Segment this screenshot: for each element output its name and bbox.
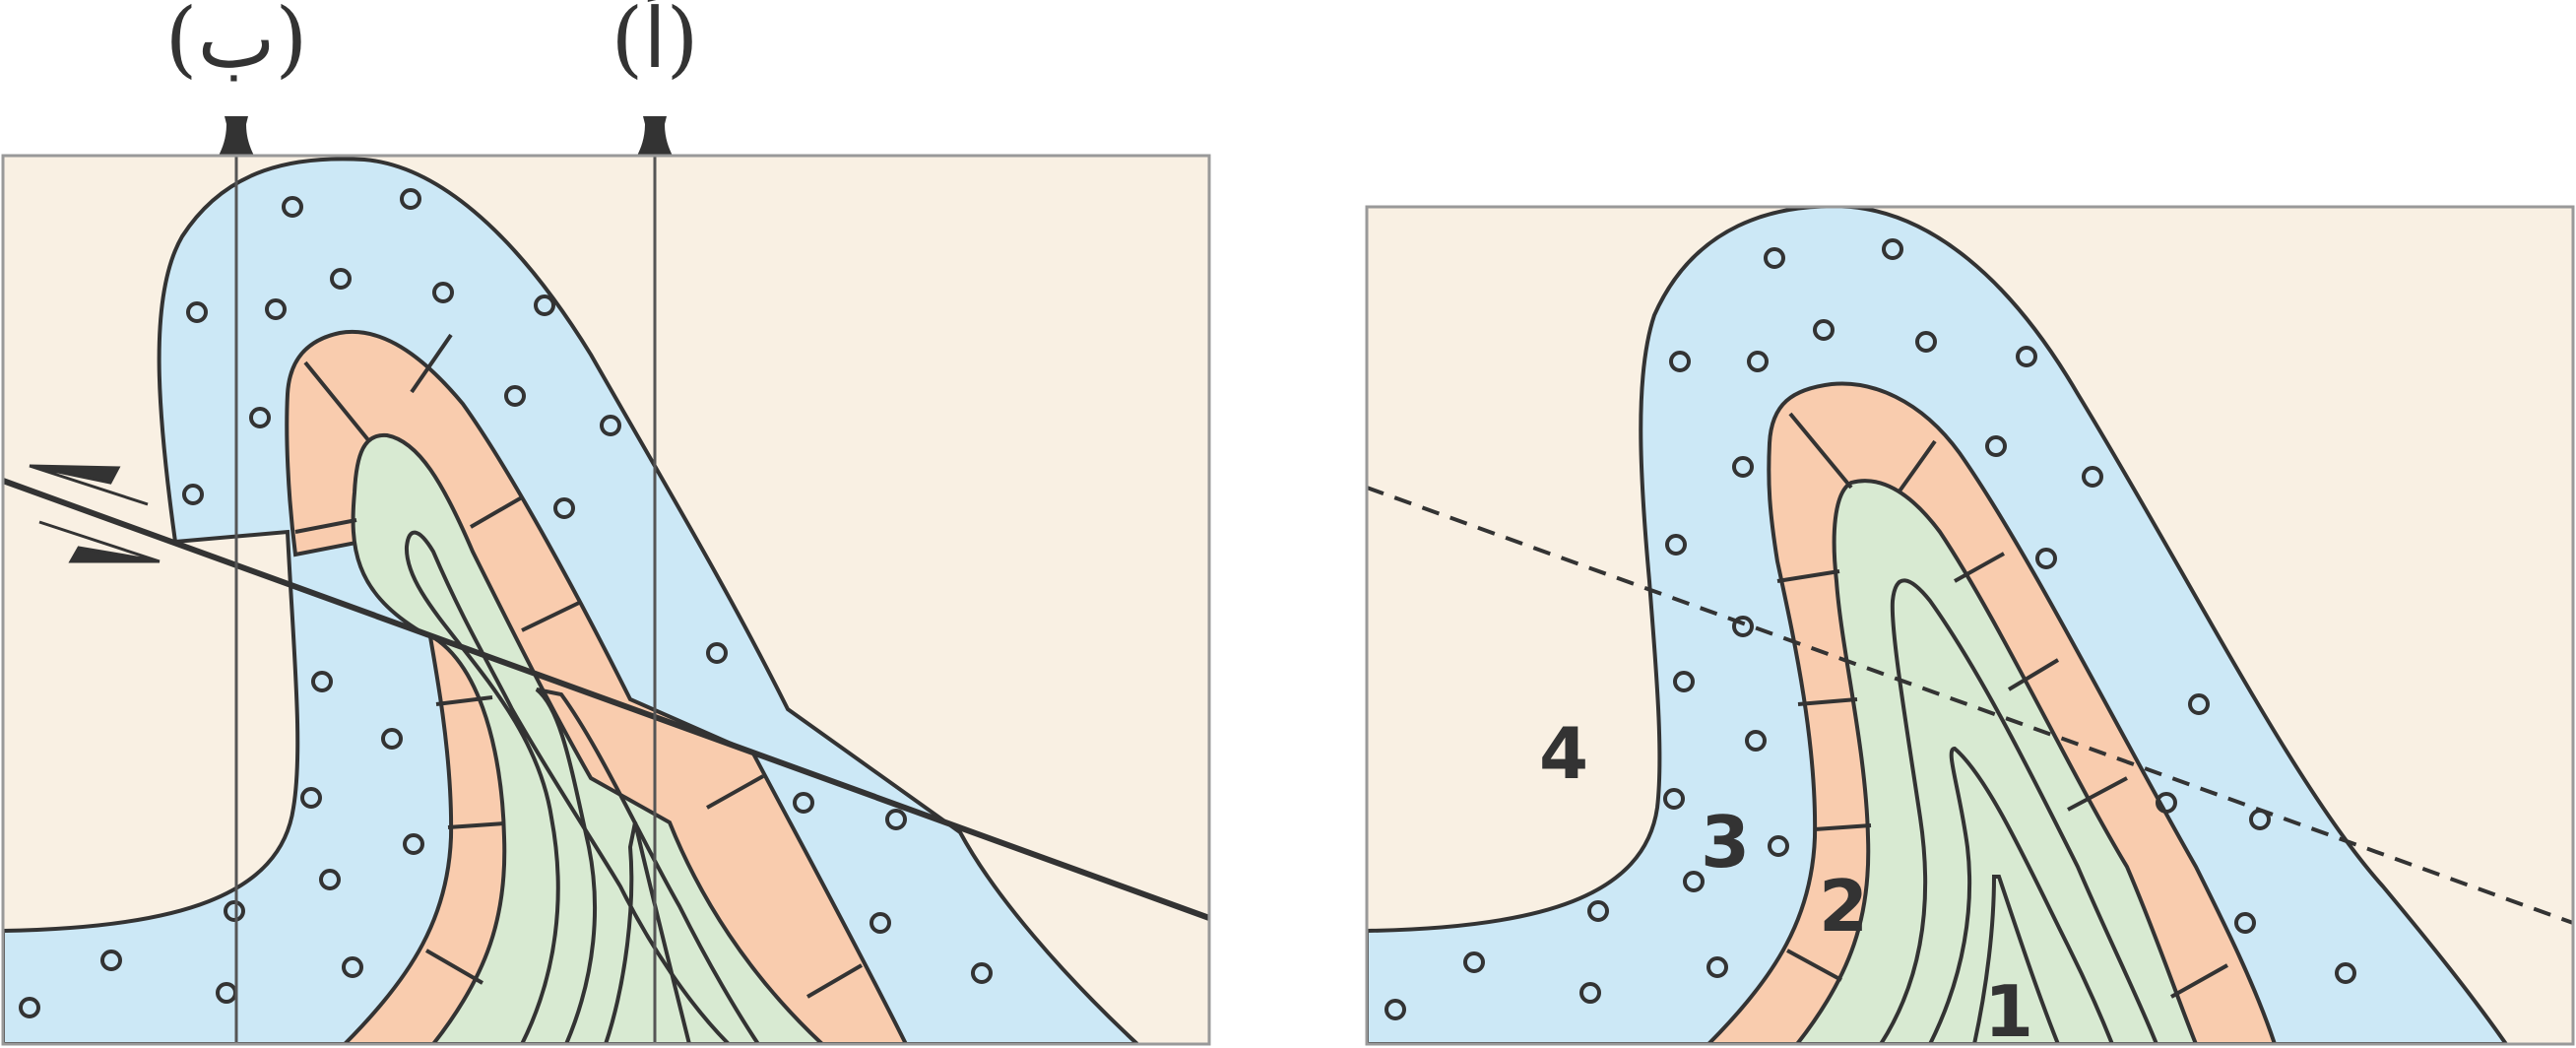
core-bed-line [1928,746,2114,1044]
fault-slip-arrows [29,464,161,563]
unit-4-label: 4 [1539,712,1588,795]
core-bed-line [535,688,760,1044]
core-unit-green [351,432,825,1044]
right-panel-frame [1365,205,2575,1046]
upper-arrow-icon [29,464,149,506]
unit-2-label: 2 [1819,865,1868,948]
borehole-a-collar-icon [637,116,673,156]
lower-arrow-icon [38,520,161,563]
core-bed-line [1879,578,2158,1044]
well-a-label: (أ) [612,0,699,87]
fault-line [3,478,1209,921]
restored-fault-trace-dashed [1367,486,2573,925]
orange-bed-ticks [1776,412,2228,999]
core-bed-line [404,530,731,1044]
clast-symbols [19,188,993,1018]
core-bed-line [604,821,691,1044]
borehole-b-collar-icon [219,116,254,156]
unit-3-label: 3 [1701,801,1750,884]
core-bed-line [1972,875,2060,1044]
left-cross-section: (ب) (أ) [1,0,1211,1046]
left-panel-frame [1,154,1211,1046]
orange-bed-ticks [294,333,864,999]
clast-symbols [1385,238,2356,1020]
well-b-label: (ب) [165,0,308,87]
core-unit-green [1794,479,2199,1044]
unit-1-label: 1 [1984,970,2033,1048]
right-cross-section: 4 3 2 1 [1365,205,2575,1048]
